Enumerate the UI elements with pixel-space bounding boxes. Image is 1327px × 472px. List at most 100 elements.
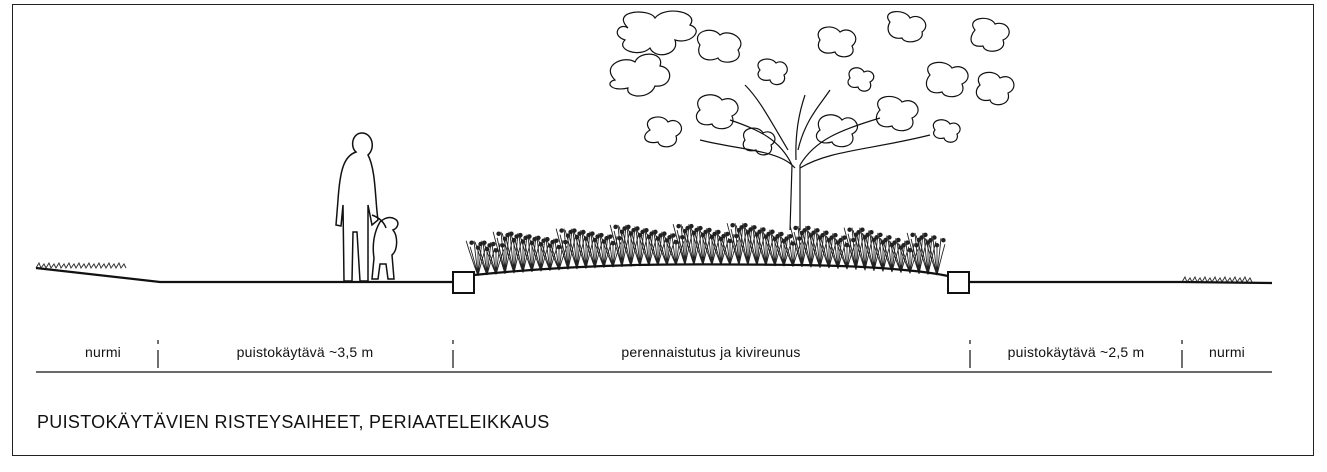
- perennial-flower: [721, 233, 726, 239]
- perennial-flower: [586, 232, 591, 238]
- perennial-flower: [934, 242, 940, 248]
- perennial-flower: [676, 223, 681, 229]
- perennial-flower: [577, 231, 582, 236]
- perennial-tuft: [789, 225, 811, 268]
- perennial-flower: [838, 237, 843, 243]
- perennial-flower: [856, 229, 861, 235]
- perennial-flower: [523, 235, 528, 241]
- perennial-flower: [595, 234, 600, 239]
- perennial-tufts: [465, 222, 946, 276]
- perennial-tuft: [609, 224, 631, 267]
- perennial-tuft: [915, 235, 937, 275]
- person-with-dog-icon: [335, 132, 399, 282]
- perennial-tuft: [546, 239, 568, 271]
- perennial-flower: [703, 229, 708, 235]
- perennial-tuft: [672, 224, 694, 266]
- perennial-tuft: [528, 237, 550, 272]
- perennial-tuft: [870, 235, 892, 272]
- perennial-tuft: [762, 231, 784, 267]
- drawing-caption: PUISTOKÄYTÄVIEN RISTEYSAIHEET, PERIAATEL…: [37, 412, 550, 432]
- perennial-tuft: [618, 226, 640, 267]
- perennial-flower: [694, 227, 699, 233]
- perennial-flower: [640, 229, 645, 235]
- perennial-flower: [712, 231, 717, 237]
- perennial-flower: [829, 235, 834, 240]
- perennial-flower: [928, 237, 933, 243]
- perennial-tuft: [717, 233, 739, 266]
- perennial-flower: [685, 225, 690, 231]
- perennial-tuft: [735, 225, 757, 266]
- perennial-tuft: [771, 234, 793, 267]
- curb-stone-left: [452, 271, 475, 294]
- perennial-tuft: [564, 229, 586, 270]
- perennial-flower: [766, 231, 771, 237]
- perennial-flower: [568, 229, 573, 235]
- perennial-flower: [941, 237, 946, 243]
- perennial-tuft: [888, 240, 910, 273]
- curb-stone-right: [947, 271, 970, 294]
- perennial-tuft: [474, 241, 496, 276]
- perennial-flower: [757, 229, 762, 234]
- perennial-tuft: [501, 233, 523, 274]
- perennial-tuft: [906, 232, 928, 275]
- perennial-flower: [496, 231, 501, 237]
- perennial-tuft: [879, 237, 901, 273]
- perennial-flower: [532, 237, 537, 242]
- perennial-tuft: [591, 234, 613, 268]
- perennial-tuft: [753, 229, 775, 266]
- perennial-tuft: [492, 231, 514, 274]
- perennial-flower: [847, 227, 852, 232]
- perennial-tuft: [843, 227, 865, 270]
- perennial-tuft: [537, 238, 559, 271]
- perennial-flower: [631, 227, 636, 233]
- drawing-frame: [12, 4, 1314, 456]
- perennial-flower: [811, 230, 816, 235]
- perennial-flower: [550, 239, 555, 245]
- perennial-flower: [739, 225, 744, 230]
- perennial-flower: [793, 225, 798, 231]
- perennial-flower: [487, 243, 492, 248]
- perennial-tuft: [780, 236, 802, 267]
- perennial-flower: [556, 244, 562, 250]
- perennial-flower: [892, 240, 897, 245]
- perennial-flower: [919, 235, 924, 240]
- perennial-tuft: [654, 233, 676, 266]
- perennial-tuft: [744, 227, 766, 266]
- perennial-flower: [784, 236, 789, 241]
- perennial-tuft: [636, 229, 658, 267]
- perennial-tuft: [645, 231, 667, 266]
- perennial-flower: [730, 222, 735, 228]
- perennial-flower: [874, 235, 879, 240]
- perennial-tuft: [897, 243, 919, 274]
- perennial-tuft: [663, 235, 685, 266]
- perennial-tuft: [798, 228, 820, 268]
- segment-label-lawn-right: nurmi: [1208, 344, 1245, 360]
- perennial-tuft: [726, 223, 748, 266]
- perennial-tuft: [807, 230, 829, 268]
- perennial-flower: [613, 224, 618, 230]
- segment-label-lawn-left: nurmi: [84, 344, 121, 360]
- perennial-tuft: [519, 235, 541, 273]
- perennial-flower: [478, 241, 483, 247]
- segment-label-path-left: puistokäytävä ~3,5 m: [236, 344, 374, 360]
- perennial-flower: [514, 234, 519, 239]
- perennial-tuft: [681, 225, 703, 266]
- perennial-tuft: [465, 240, 487, 276]
- perennial-flower: [541, 238, 546, 243]
- perennial-flower: [883, 237, 888, 243]
- perennial-flower: [469, 240, 474, 245]
- perennial-tuft: [510, 234, 532, 273]
- perennial-tuft: [816, 233, 838, 269]
- perennial-flower: [901, 243, 906, 248]
- dimension-line: [36, 340, 1272, 373]
- perennial-flower: [865, 232, 870, 238]
- perennial-flower: [658, 233, 663, 238]
- perennial-tuft: [699, 229, 721, 266]
- perennial-flower: [622, 226, 627, 231]
- perennial-tuft: [627, 228, 649, 267]
- perennial-tuft: [708, 231, 730, 266]
- perennial-tuft: [852, 230, 874, 271]
- segment-label-perennials: perennaistutus ja kivireunus: [621, 344, 801, 360]
- perennial-flower: [505, 232, 510, 238]
- perennial-flower: [604, 235, 609, 241]
